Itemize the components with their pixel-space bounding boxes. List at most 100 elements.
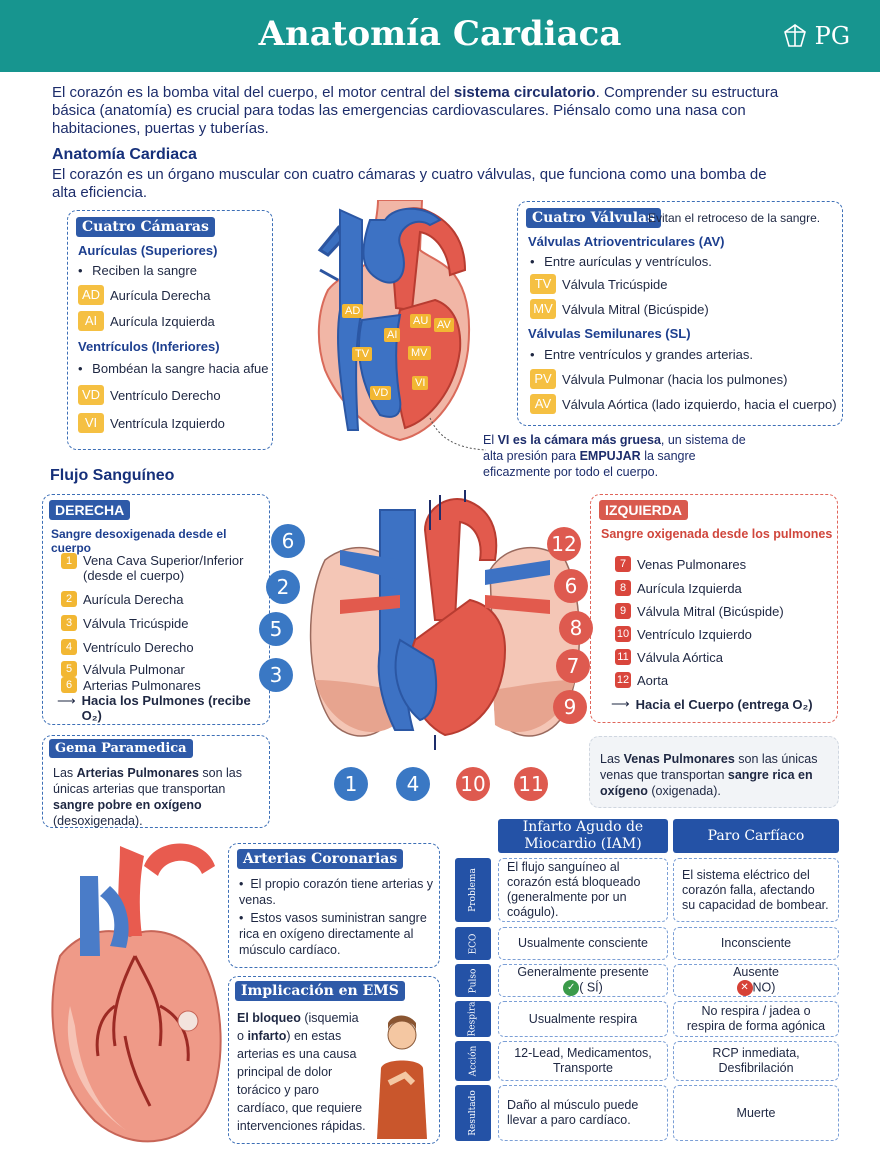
patient-chest-pain-icon: [377, 1015, 427, 1139]
anatomy-heading: Anatomía Cardiaca: [52, 146, 197, 163]
flow-number-marker: 9: [553, 690, 587, 724]
anatomy-text: El corazón es un órgano muscular con cua…: [52, 166, 767, 201]
x-icon: ✕: [736, 980, 753, 996]
flow-number-marker: 3: [259, 658, 293, 692]
left-flow-end: ⟶Hacia el Cuerpo (entrega O₂): [611, 696, 813, 712]
coronary-bullet: • Estos vasos suministran sangre rica en…: [239, 911, 427, 957]
coronary-bullet: • El propio corazón tiene arterias y ven…: [239, 877, 434, 907]
atria-bullet: • Reciben la sangre: [78, 263, 197, 278]
comparison-row-label: Respira: [455, 1001, 491, 1037]
flow-number-marker: 2: [266, 570, 300, 604]
comparison-cell: Daño al músculo puede llevar a paro card…: [498, 1085, 668, 1141]
dotted-pointer: [429, 417, 487, 451]
coronary-tag: Arterias Coronarias: [237, 849, 404, 869]
heart-label: VD: [370, 386, 392, 400]
comparison-cell: El flujo sanguíneo al corazón está bloqu…: [498, 858, 668, 922]
coronary-box: Arterias Coronarias • El propio corazón …: [228, 843, 440, 968]
logo-text: PG: [814, 22, 850, 50]
atria-title: Aurículas (Superiores): [78, 243, 218, 258]
comparison-cell: No respira / jadea o respira de forma ag…: [673, 1001, 839, 1037]
comparison-row-label: Pulso: [455, 964, 491, 997]
flow-number-marker: 4: [396, 767, 430, 801]
flow-number-marker: 1: [334, 767, 368, 801]
gem-tag: Gema Paramedica: [49, 739, 193, 758]
comparison-header-paro: Paro Carfíaco: [673, 819, 839, 853]
right-flow-box: DERECHA Sangre desoxigenada desde el cue…: [42, 494, 270, 725]
chambers-tag: Cuatro Cámaras: [76, 217, 215, 237]
comparison-cell: Muerte: [673, 1085, 839, 1141]
flow-number-marker: 12: [547, 527, 581, 561]
flow-number-marker: 5: [259, 612, 293, 646]
comparison-cell: Ausente✕NO): [673, 964, 839, 997]
intro-text: El corazón es la bomba vital del cuerpo,…: [52, 84, 779, 137]
comparison-row-label: Resultado: [455, 1085, 491, 1141]
av-bullet: • Entre aurículas y ventrículos.: [530, 254, 712, 269]
flow-number-marker: 11: [514, 767, 548, 801]
right-flow-tag: DERECHA: [49, 500, 131, 520]
heart-label: AD: [342, 304, 364, 318]
header-bar: Anatomía Cardiaca PG: [0, 0, 880, 72]
right-flow-subtitle: Sangre desoxigenada desde el cuerpo: [51, 527, 227, 555]
vi-note: El VI es la cámara más gruesa, un sistem…: [483, 433, 746, 479]
ventricles-bullet: • Bombéan la sangre hacia afuera: [78, 361, 268, 376]
comparison-cell: Usualmente respira: [498, 1001, 668, 1037]
left-flow-subtitle: Sangre oxigenada desde los pulmones: [601, 527, 833, 541]
comparison-cell: RCP inmediata, Desfibrilación: [673, 1041, 839, 1081]
heart-label: AV: [434, 318, 454, 332]
comparison-header-iam: Infarto Agudo de Miocardio (IAM): [498, 819, 668, 853]
gem-box: Gema Paramedica Las Arterias Pulmonares …: [42, 735, 270, 828]
heart-label: TV: [352, 347, 373, 361]
ems-text: El bloqueo (isquemia o infarto) en estas…: [237, 1011, 366, 1133]
veins-note-box: Las Venas Pulmonares son las únicas vena…: [589, 736, 839, 808]
comparison-cell: Inconsciente: [673, 927, 839, 960]
heart-label: AU: [410, 314, 432, 328]
comparison-row-label: Problema: [455, 858, 491, 922]
page-title: Anatomía Cardiaca: [258, 14, 622, 54]
valves-box: Cuatro Válvulas Evitan el retroceso de l…: [517, 201, 843, 426]
valves-tag-note: Evitan el retroceso de la sangre.: [648, 211, 821, 225]
flow-number-marker: 7: [556, 649, 590, 683]
right-flow-end: ⟶Hacia los Pulmones (recibe O₂): [57, 693, 251, 723]
left-flow-tag: IZQUIERDA: [599, 500, 688, 520]
ventricles-title: Ventrículos (Inferiores): [78, 339, 220, 354]
flow-number-marker: 10: [456, 767, 490, 801]
chambers-box: Cuatro Cámaras Aurículas (Superiores) • …: [67, 210, 273, 450]
heart-outline-icon: [783, 24, 806, 47]
left-flow-box: IZQUIERDA Sangre oxigenada desde los pul…: [590, 494, 838, 723]
check-icon: ✓: [563, 980, 580, 996]
heart-label: VI: [412, 376, 429, 390]
comparison-cell: Generalmente presente✓( SÍ): [498, 964, 668, 997]
flow-number-marker: 6: [271, 524, 305, 558]
heart-label: MV: [408, 346, 431, 360]
av-title: Válvulas Atrioventriculares (AV): [528, 234, 725, 249]
comparison-cell: Usualmente consciente: [498, 927, 668, 960]
coronary-heart-illustration: [51, 843, 222, 1143]
sl-title: Válvulas Semilunares (SL): [528, 326, 691, 341]
comparison-cell: El sistema eléctrico del corazón falla, …: [673, 858, 839, 922]
comparison-row-label: Acción: [455, 1041, 491, 1081]
heart-lungs-illustration: [309, 490, 581, 750]
ems-box: Implicación en EMS El bloqueo (isquemia …: [228, 976, 440, 1144]
flow-number-marker: 8: [559, 611, 593, 645]
flow-number-marker: 6: [554, 569, 588, 603]
heart-label: AI: [384, 328, 401, 342]
